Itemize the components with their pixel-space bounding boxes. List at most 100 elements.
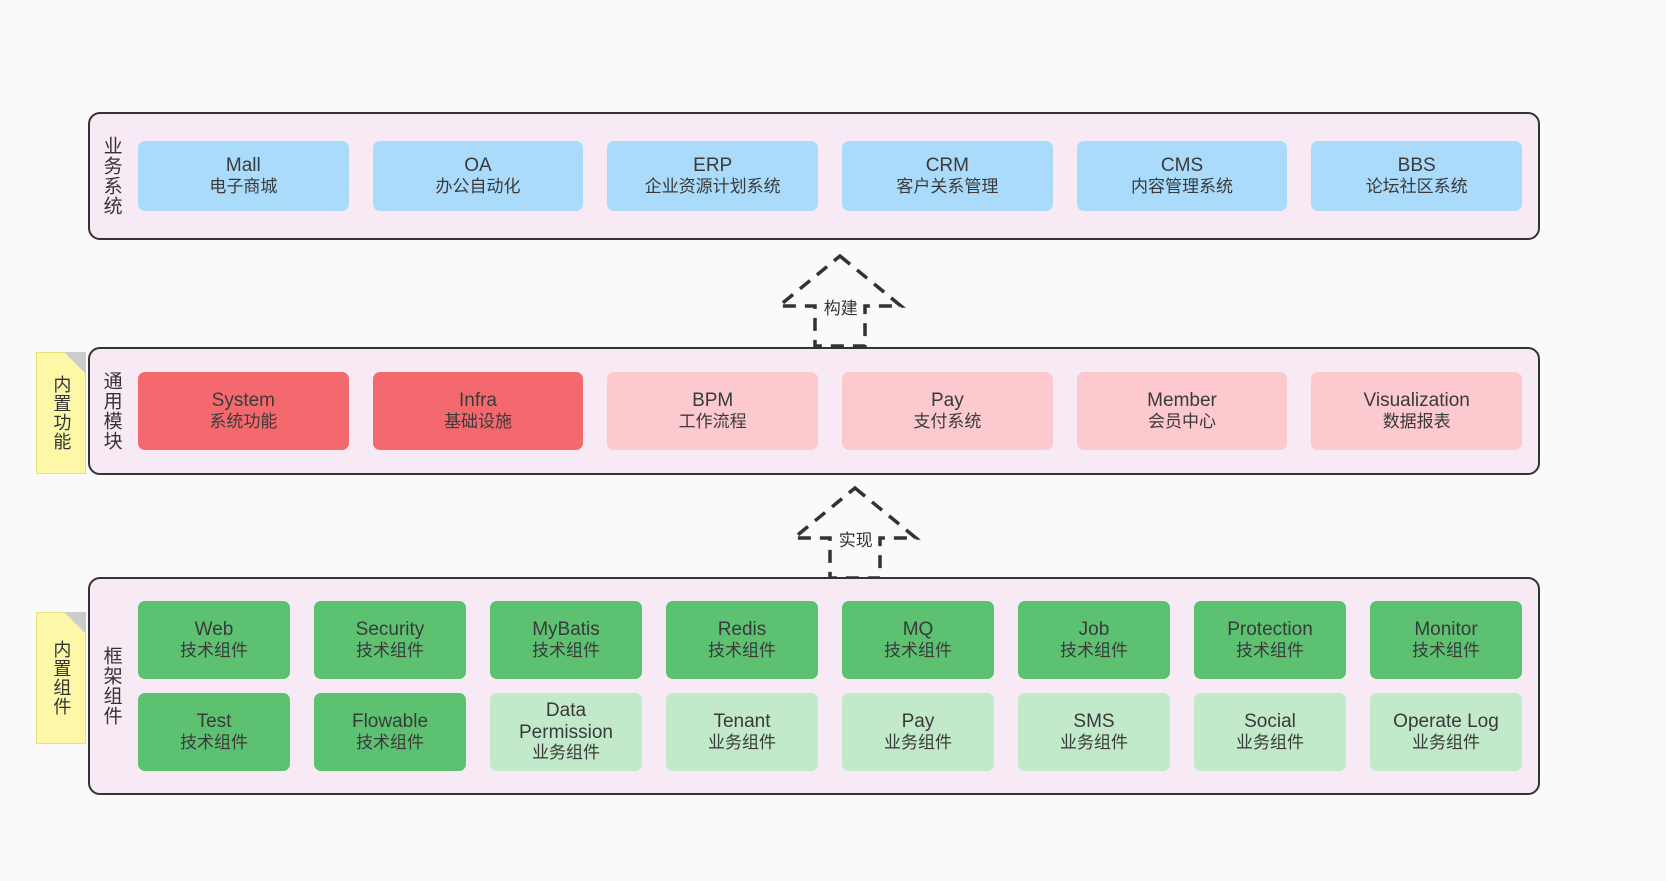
connector-label-build: 构建 <box>823 299 858 318</box>
node-label-cn: 系统功能 <box>209 412 278 432</box>
node-label-en: Flowable <box>351 711 429 733</box>
node-label-en: Pay <box>901 711 935 733</box>
node-infra[interactable]: Infra 基础设施 <box>372 372 584 450</box>
layer-common-module: 通用模块 System 系统功能 Infra 基础设施 BPM 工作流程 Pay… <box>88 347 1540 475</box>
node-label-cn: 客户关系管理 <box>896 177 999 197</box>
generalization-arrow-icon <box>774 253 906 348</box>
node-redis[interactable]: Redis 技术组件 <box>666 601 818 679</box>
node-label-en: System <box>211 390 276 412</box>
node-cms[interactable]: CMS 内容管理系统 <box>1076 141 1288 211</box>
layer-body-common-module: System 系统功能 Infra 基础设施 BPM 工作流程 Pay 支付系统… <box>132 349 1538 473</box>
note-label: 内置功能 <box>51 375 72 451</box>
node-flowable[interactable]: Flowable 技术组件 <box>314 693 466 771</box>
note-builtin-component: 内置组件 <box>36 612 86 744</box>
node-bpm[interactable]: BPM 工作流程 <box>607 372 819 450</box>
node-label-cn: 电子商城 <box>209 177 278 197</box>
layer-business-system: 业务系统 Mall 电子商城 OA 办公自动化 ERP 企业资源计划系统 CRM… <box>88 112 1540 240</box>
node-label-cn: 技术组件 <box>180 733 248 753</box>
business-system-row: Mall 电子商城 OA 办公自动化 ERP 企业资源计划系统 CRM 客户关系… <box>138 141 1523 211</box>
node-label-en: Monitor <box>1414 619 1478 641</box>
node-label-en: Visualization <box>1363 390 1470 412</box>
node-label-cn: 数据报表 <box>1382 412 1451 432</box>
node-label-cn: 技术组件 <box>532 641 600 661</box>
node-label-cn: 技术组件 <box>1412 641 1480 661</box>
node-label-en: SMS <box>1073 711 1115 733</box>
node-visualization[interactable]: Visualization 数据报表 <box>1311 372 1523 450</box>
note-label: 内置组件 <box>51 640 72 716</box>
node-label-cn: 业务组件 <box>532 743 600 763</box>
node-label-en: Mall <box>225 155 261 177</box>
node-label-cn: 技术组件 <box>180 641 248 661</box>
node-test[interactable]: Test 技术组件 <box>138 693 290 771</box>
node-crm[interactable]: CRM 客户关系管理 <box>842 141 1053 211</box>
node-label-cn: 技术组件 <box>708 641 776 661</box>
node-label-en: CMS <box>1160 155 1204 177</box>
node-pay-component[interactable]: Pay 业务组件 <box>842 693 994 771</box>
node-data-permission[interactable]: Data Permission 业务组件 <box>490 693 642 771</box>
node-label-cn: 业务组件 <box>884 733 952 753</box>
node-label-cn: 会员中心 <box>1148 412 1217 432</box>
node-label-en: Security <box>355 619 425 641</box>
common-module-row: System 系统功能 Infra 基础设施 BPM 工作流程 Pay 支付系统… <box>138 372 1523 450</box>
layer-framework-component: 框架组件 Web 技术组件 Security 技术组件 MyBatis 技术组件… <box>88 577 1540 795</box>
note-builtin-feature: 内置功能 <box>36 352 86 474</box>
node-label-en: Redis <box>717 619 767 641</box>
node-label-en: Protection <box>1227 619 1313 641</box>
node-tenant[interactable]: Tenant 业务组件 <box>666 693 818 771</box>
node-label-en: Infra <box>458 390 498 412</box>
framework-tech-row: Web 技术组件 Security 技术组件 MyBatis 技术组件 Redi… <box>138 601 1522 679</box>
node-label-cn: 业务组件 <box>1060 733 1128 753</box>
node-label-cn: 业务组件 <box>708 733 776 753</box>
node-security[interactable]: Security 技术组件 <box>314 601 466 679</box>
node-label-cn: 企业资源计划系统 <box>644 177 781 197</box>
node-label-en: BBS <box>1397 155 1436 177</box>
framework-business-row: Test 技术组件 Flowable 技术组件 Data Permission … <box>138 693 1522 771</box>
node-label-en: ERP <box>693 155 733 177</box>
node-sms[interactable]: SMS 业务组件 <box>1018 693 1170 771</box>
node-mq[interactable]: MQ 技术组件 <box>842 601 994 679</box>
node-label-cn: 业务组件 <box>1412 733 1480 753</box>
node-label-en: Tenant <box>713 711 771 733</box>
node-web[interactable]: Web 技术组件 <box>138 601 290 679</box>
node-label-cn: 技术组件 <box>884 641 952 661</box>
node-label-cn: 办公自动化 <box>435 177 521 197</box>
node-label-cn: 内容管理系统 <box>1131 177 1234 197</box>
node-mall[interactable]: Mall 电子商城 <box>138 141 349 211</box>
node-label-cn: 工作流程 <box>678 412 747 432</box>
node-erp[interactable]: ERP 企业资源计划系统 <box>607 141 819 211</box>
node-label-en: Data Permission <box>519 699 613 743</box>
node-label-cn: 技术组件 <box>356 733 424 753</box>
node-label-en: BPM <box>692 390 734 412</box>
node-label-en: MQ <box>902 619 934 641</box>
layer-title-business-system: 业务系统 <box>100 136 122 216</box>
node-label-en: Job <box>1078 619 1110 641</box>
node-operate-log[interactable]: Operate Log 业务组件 <box>1370 693 1522 771</box>
node-protection[interactable]: Protection 技术组件 <box>1194 601 1346 679</box>
layer-title-framework-component: 框架组件 <box>100 646 122 726</box>
node-label-en: Member <box>1147 390 1217 412</box>
node-member[interactable]: Member 会员中心 <box>1076 372 1288 450</box>
node-system[interactable]: System 系统功能 <box>138 372 349 450</box>
node-label-en: MyBatis <box>532 619 600 641</box>
node-bbs[interactable]: BBS 论坛社区系统 <box>1311 141 1523 211</box>
node-monitor[interactable]: Monitor 技术组件 <box>1370 601 1522 679</box>
node-label-en: Operate Log <box>1393 711 1499 733</box>
connector-realize: 实现 <box>770 484 940 582</box>
layer-title-common-module: 通用模块 <box>100 371 122 451</box>
connector-label-realize: 实现 <box>838 531 873 550</box>
node-label-en: Pay <box>930 390 964 412</box>
node-label-cn: 技术组件 <box>356 641 424 661</box>
node-job[interactable]: Job 技术组件 <box>1018 601 1170 679</box>
node-mybatis[interactable]: MyBatis 技术组件 <box>490 601 642 679</box>
node-label-cn: 业务组件 <box>1236 733 1304 753</box>
node-social[interactable]: Social 业务组件 <box>1194 693 1346 771</box>
node-label-en: Test <box>196 711 232 733</box>
node-label-cn: 技术组件 <box>1236 641 1304 661</box>
node-pay[interactable]: Pay 支付系统 <box>842 372 1053 450</box>
node-oa[interactable]: OA 办公自动化 <box>372 141 584 211</box>
connector-build: 构建 <box>755 252 925 350</box>
node-label-en: OA <box>464 155 492 177</box>
node-label-cn: 基础设施 <box>444 412 512 432</box>
node-label-cn: 技术组件 <box>1060 641 1128 661</box>
